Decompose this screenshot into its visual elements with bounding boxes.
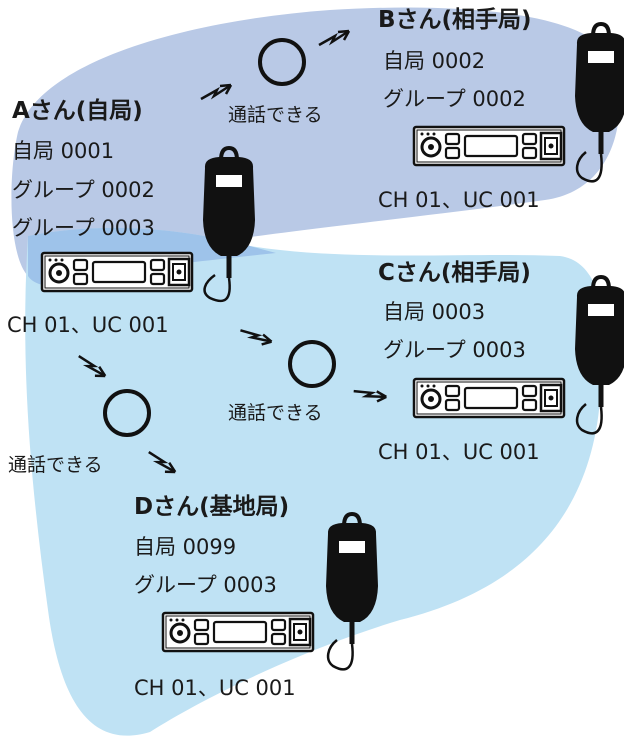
station-c-channel: CH 01、UC 001 xyxy=(378,440,540,464)
radio-unit-c xyxy=(412,377,566,419)
radio-unit-d xyxy=(161,611,315,653)
station-d-channel: CH 01、UC 001 xyxy=(134,676,296,700)
station-d-title: Dさん(基地局) xyxy=(134,494,290,520)
mic-cord-d xyxy=(326,639,354,671)
station-d-self-id: 自局 0099 xyxy=(134,535,237,559)
link-label-ac: 通話できる xyxy=(228,402,323,424)
link-label-ab: 通話できる xyxy=(228,104,323,126)
station-b-self-id: 自局 0002 xyxy=(383,49,486,73)
group-0003-area xyxy=(25,227,605,736)
station-b-title: Bさん(相手局) xyxy=(378,7,532,33)
mic-cord-b xyxy=(575,151,603,183)
station-b-group: グループ 0002 xyxy=(383,87,526,111)
station-a-group: グループ 0002 xyxy=(12,178,155,202)
station-a-title: Aさん(自局) xyxy=(12,98,143,124)
station-a-group: グループ 0003 xyxy=(12,216,155,240)
station-c-group: グループ 0003 xyxy=(383,338,526,362)
radio-unit-b xyxy=(412,125,566,167)
mic-cord-a xyxy=(203,273,231,303)
radio-unit-a xyxy=(40,251,194,293)
link-circle-ac xyxy=(288,340,336,388)
station-a-channel: CH 01、UC 001 xyxy=(7,313,169,337)
station-c-self-id: 自局 0003 xyxy=(383,300,486,324)
station-a-self-id: 自局 0001 xyxy=(12,139,115,163)
station-c-title: Cさん(相手局) xyxy=(378,260,531,286)
link-circle-ad xyxy=(103,389,151,437)
station-b-channel: CH 01、UC 001 xyxy=(378,188,540,212)
station-d-group: グループ 0003 xyxy=(134,573,277,597)
mic-cord-c xyxy=(575,403,603,435)
group-0002-area xyxy=(11,7,620,280)
link-label-ad: 通話できる xyxy=(8,454,103,476)
link-circle-ab xyxy=(258,38,306,86)
